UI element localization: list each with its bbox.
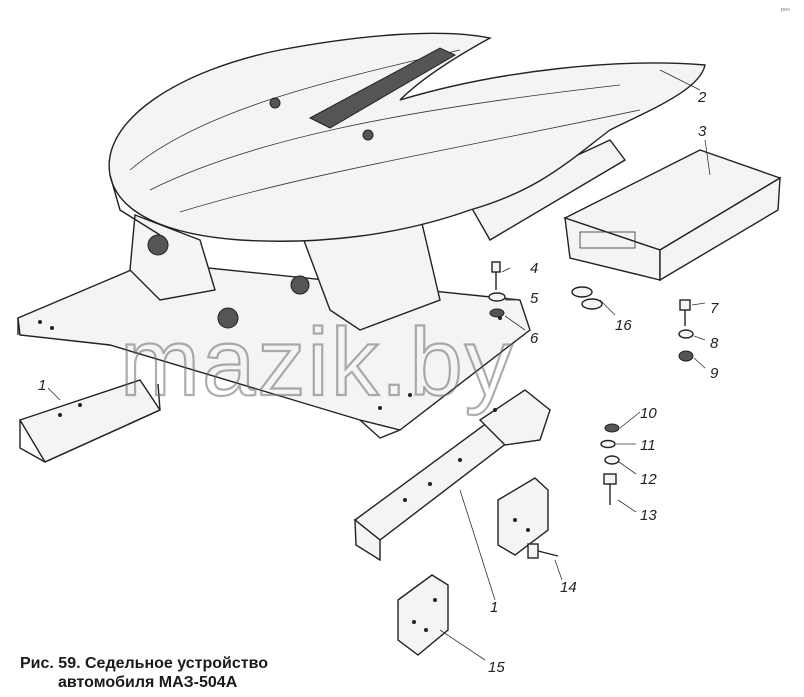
callout-6: 6 xyxy=(530,330,539,347)
callout-15: 15 xyxy=(488,659,505,676)
watermark: mazik.by xyxy=(120,309,515,416)
callout-3: 3 xyxy=(698,123,707,140)
fifth-wheel-assembly xyxy=(17,32,706,463)
fasteners-4-6 xyxy=(488,261,603,318)
caption-line-2: автомобиля МАЗ-504А xyxy=(58,674,238,691)
pivot-pin-center xyxy=(217,307,239,329)
callout-7: 7 xyxy=(710,300,719,317)
pivot-bracket xyxy=(129,214,216,301)
pivot-pin-left xyxy=(147,234,169,256)
bracket-15 xyxy=(397,574,449,656)
callout-1-lower: 1 xyxy=(490,599,498,616)
callout-9: 9 xyxy=(710,365,719,382)
base-holes xyxy=(38,316,502,417)
callout-14: 14 xyxy=(560,579,577,596)
callout-4: 4 xyxy=(530,260,538,277)
callout-numbers: 1 1 2 3 4 5 6 7 8 9 10 11 12 13 14 15 16 xyxy=(38,89,719,676)
callout-13: 13 xyxy=(640,507,657,524)
callout-8: 8 xyxy=(710,335,719,352)
callout-12: 12 xyxy=(640,471,657,488)
leader-lines xyxy=(47,69,711,661)
bracket-upper xyxy=(497,477,549,556)
caption-line-1: Рис. 59. Седельное устройство xyxy=(20,655,269,672)
plate-hole-right xyxy=(362,129,374,141)
plate-hole-left xyxy=(269,97,281,109)
saddle-plate xyxy=(108,32,706,242)
figure-caption: Рис. 59. Седельное устройство автомобиля… xyxy=(20,654,350,692)
corner-mark: ᵖᵉⁿ xyxy=(781,6,790,15)
mounting-rail-lower xyxy=(353,389,552,562)
bolt-14 xyxy=(527,543,559,559)
saddle-slot xyxy=(308,47,457,129)
fasteners-7-9 xyxy=(678,299,694,362)
callout-5: 5 xyxy=(530,290,539,307)
callout-11: 11 xyxy=(640,437,656,454)
fasteners-10-13 xyxy=(600,423,620,505)
callout-16: 16 xyxy=(615,317,632,334)
callout-10: 10 xyxy=(640,405,657,422)
cover-part-3 xyxy=(563,149,782,282)
callout-2: 2 xyxy=(697,89,707,106)
pivot-pin-right xyxy=(290,275,310,295)
callout-1-left: 1 xyxy=(38,377,46,394)
